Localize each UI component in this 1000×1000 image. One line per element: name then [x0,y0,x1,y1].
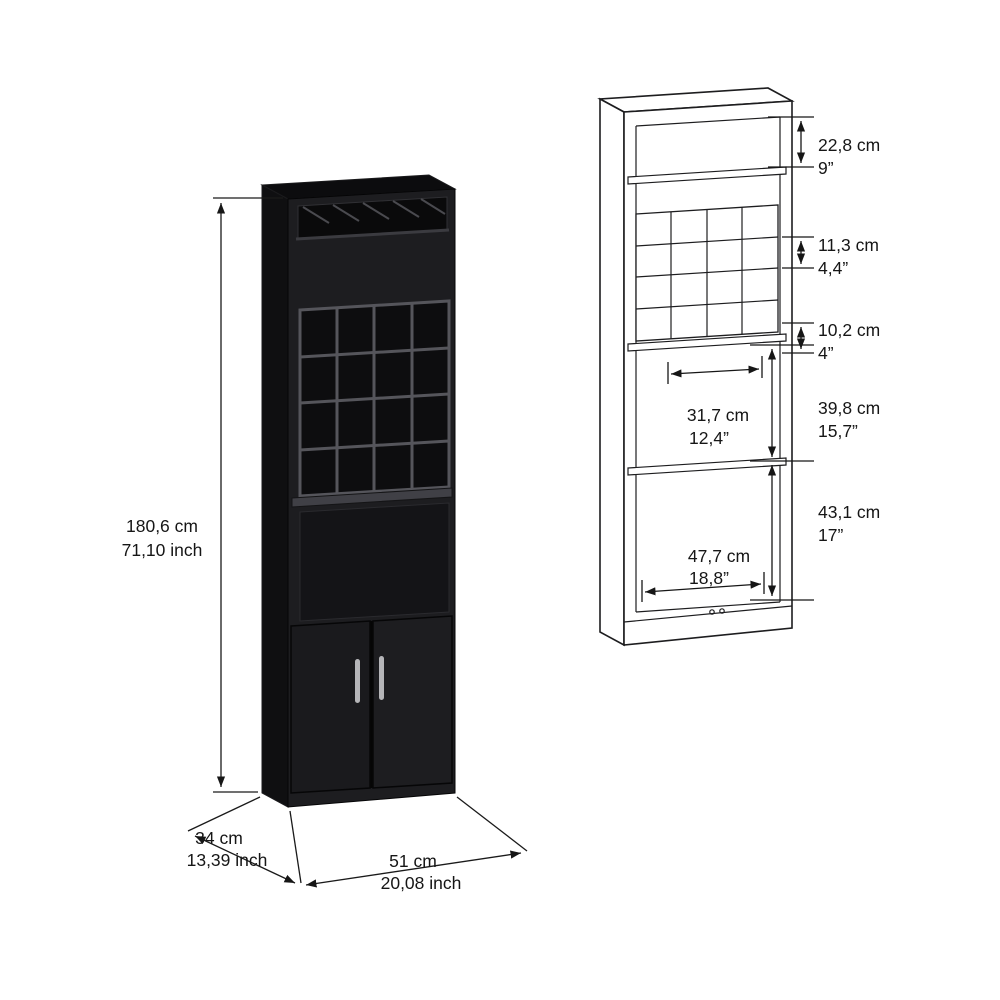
height-label-cm: 180,6 cm [126,516,198,536]
middle-height-label-inch: 15,7” [818,421,858,441]
top-compartment-label-cm: 22,8 cm [818,135,880,155]
lower-width-label-inch: 18,8” [689,568,729,588]
height-label-inch: 71,10 inch [122,540,203,560]
depth-extension-b [289,810,302,884]
width-label-inch: 20,08 inch [381,873,462,893]
cubby-divider-horizontal [299,439,450,452]
middle-height-label-cm: 39,8 cm [818,398,880,418]
cabinet-side-panel [261,184,289,808]
black-cabinet-render [260,174,457,808]
rack-slat [392,200,420,218]
overall-dimension-annotations [187,197,528,888]
top-shelf [627,166,787,185]
depth-extension-a [187,796,261,832]
rack-slat [302,206,330,224]
rack-slat [332,204,360,222]
middle-width-label-cm: 31,7 cm [687,405,749,425]
lower-height-label-inch: 17” [818,525,843,545]
interior-dimension-labels: 22,8 cm 9” 11,3 cm 4,4” 10,2 cm 4” 31,7 … [687,135,880,588]
top-compartment-label-inch: 9” [818,158,834,178]
left-door-handle [355,659,360,703]
depth-dimension-line [194,835,296,884]
middle-shelf [627,457,787,476]
plinth-line [623,605,793,623]
serving-tray [291,487,453,508]
door-pilot-hole [719,608,725,614]
width-dimension-line [305,850,522,888]
right-door-handle [379,656,384,700]
depth-label-inch: 13,39 inch [187,850,268,870]
door-pilot-hole [709,609,715,615]
lower-compartment-width-line [644,580,762,596]
rack-slat [420,198,446,215]
outline-cubby-divider-horizontal [635,299,779,310]
interior-dimension-annotations [641,116,814,602]
cubby-divider-horizontal [299,346,450,359]
outline-side-panel [599,97,625,647]
open-compartment [299,502,450,622]
cubby-height-label-inch: 4,4” [818,258,848,278]
cubby-height-label-cm: 11,3 cm [818,235,879,255]
glass-rack-front-rail [295,228,450,241]
interior-bottom-edge [635,601,781,613]
depth-label-cm: 34 cm [195,828,243,848]
lower-width-label-cm: 47,7 cm [688,546,750,566]
outline-cubby-dividers [635,207,779,339]
rack-slat [362,202,390,220]
interior-top-edge [635,116,781,127]
cubby-width-label-cm: 10,2 cm [818,320,880,340]
width-extension [456,796,528,852]
glass-rack-slats [302,198,446,224]
overall-dimension-labels: 180,6 cm 71,10 inch 34 cm 13,39 inch 51 … [122,516,462,893]
cubby-divider-horizontal [299,392,450,405]
outline-cubby-divider-horizontal [635,267,779,278]
lower-height-label-cm: 43,1 cm [818,502,880,522]
right-door [372,615,453,789]
cubby-dividers [299,303,450,494]
middle-width-label-inch: 12,4” [689,428,729,448]
cubby-width-label-inch: 4” [818,343,834,363]
width-label-cm: 51 cm [389,851,437,871]
under-cubby-shelf [627,333,787,352]
left-door [290,620,371,794]
outline-cubby-divider-horizontal [635,236,779,247]
middle-compartment-width-line [670,365,760,378]
